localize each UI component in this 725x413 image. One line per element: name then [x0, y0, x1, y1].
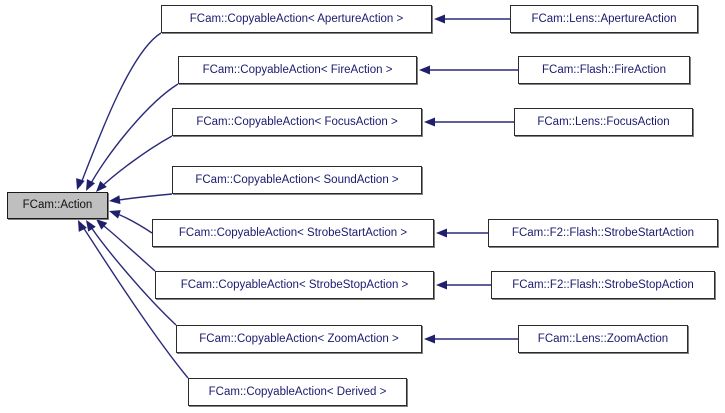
class-node-right-strobestart[interactable]: FCam::F2::Flash::StrobeStartAction [488, 219, 718, 247]
class-node-label: FCam::CopyableAction< FireAction > [202, 63, 393, 76]
arrowhead-mid-zoom-to-base [86, 220, 96, 232]
arrowhead-right-fire [419, 65, 430, 75]
arrowhead-right-strobestart [436, 228, 447, 238]
class-node-label: FCam::Action [22, 199, 93, 211]
arrowhead-right-zoom [424, 334, 435, 344]
class-node-right-strobestop[interactable]: FCam::F2::Flash::StrobeStopAction [491, 271, 715, 299]
class-node-mid-sound[interactable]: FCam::CopyableAction< SoundAction > [172, 166, 422, 194]
class-node-base[interactable]: FCam::Action [7, 192, 108, 219]
arrowhead-group [76, 14, 447, 344]
class-node-label: FCam::CopyableAction< ZoomAction > [199, 332, 399, 345]
arrowhead-mid-derived-to-base [78, 220, 87, 232]
class-node-label: FCam::CopyableAction< ApertureAction > [189, 12, 404, 25]
class-node-label: FCam::Lens::ApertureAction [531, 12, 677, 25]
class-node-right-aperture[interactable]: FCam::Lens::ApertureAction [510, 5, 698, 33]
arrowhead-right-aperture [434, 14, 445, 24]
class-node-mid-derived[interactable]: FCam::CopyableAction< Derived > [188, 378, 407, 406]
arrowhead-mid-fire-to-base [86, 179, 96, 191]
class-node-label: FCam::CopyableAction< StrobeStopAction > [180, 278, 409, 291]
class-node-mid-aperture[interactable]: FCam::CopyableAction< ApertureAction > [161, 5, 432, 33]
arrowhead-mid-sound-to-base [109, 195, 121, 205]
arrowhead-mid-aperture-to-base [76, 178, 85, 190]
edge-group-to-base [79, 32, 189, 379]
arrowhead-mid-focus-to-base [96, 180, 107, 192]
class-node-label: FCam::CopyableAction< FocusAction > [196, 115, 398, 128]
arrowhead-mid-strobestop-to-base [96, 219, 108, 230]
class-node-mid-zoom[interactable]: FCam::CopyableAction< ZoomAction > [176, 325, 422, 353]
class-node-label: FCam::F2::Flash::StrobeStopAction [512, 278, 694, 291]
class-node-label: FCam::F2::Flash::StrobeStartAction [511, 226, 695, 239]
inheritance-edge-mid-zoom-to-base [88, 223, 177, 326]
class-node-mid-fire[interactable]: FCam::CopyableAction< FireAction > [178, 56, 417, 84]
inheritance-edge-mid-derived-to-base [80, 223, 189, 379]
class-node-label: FCam::Lens::ZoomAction [537, 332, 669, 345]
arrowhead-right-focus [424, 117, 435, 127]
arrowhead-right-strobestop [436, 280, 447, 290]
class-node-mid-strobestop[interactable]: FCam::CopyableAction< StrobeStopAction > [155, 271, 434, 299]
class-node-label: FCam::Lens::FocusAction [537, 115, 670, 128]
inheritance-edge-mid-sound-to-base [111, 193, 173, 202]
class-node-label: FCam::CopyableAction< Derived > [208, 385, 387, 398]
inheritance-edge-mid-aperture-to-base [79, 32, 162, 187]
edge-group-right [423, 18, 518, 340]
class-node-right-fire[interactable]: FCam::Flash::FireAction [518, 56, 690, 84]
class-node-mid-strobestart[interactable]: FCam::CopyableAction< StrobeStartAction … [152, 219, 434, 247]
class-node-mid-focus[interactable]: FCam::CopyableAction< FocusAction > [172, 108, 422, 136]
class-node-label: FCam::CopyableAction< SoundAction > [195, 173, 399, 186]
inheritance-edge-mid-focus-to-base [98, 135, 173, 190]
class-node-label: FCam::CopyableAction< StrobeStartAction … [178, 226, 408, 239]
class-node-right-focus[interactable]: FCam::Lens::FocusAction [514, 108, 693, 136]
arrowhead-mid-strobestart-to-base [109, 210, 121, 219]
class-node-right-zoom[interactable]: FCam::Lens::ZoomAction [518, 325, 688, 353]
class-node-label: FCam::Flash::FireAction [542, 63, 666, 76]
inheritance-edge-mid-fire-to-base [88, 83, 179, 188]
